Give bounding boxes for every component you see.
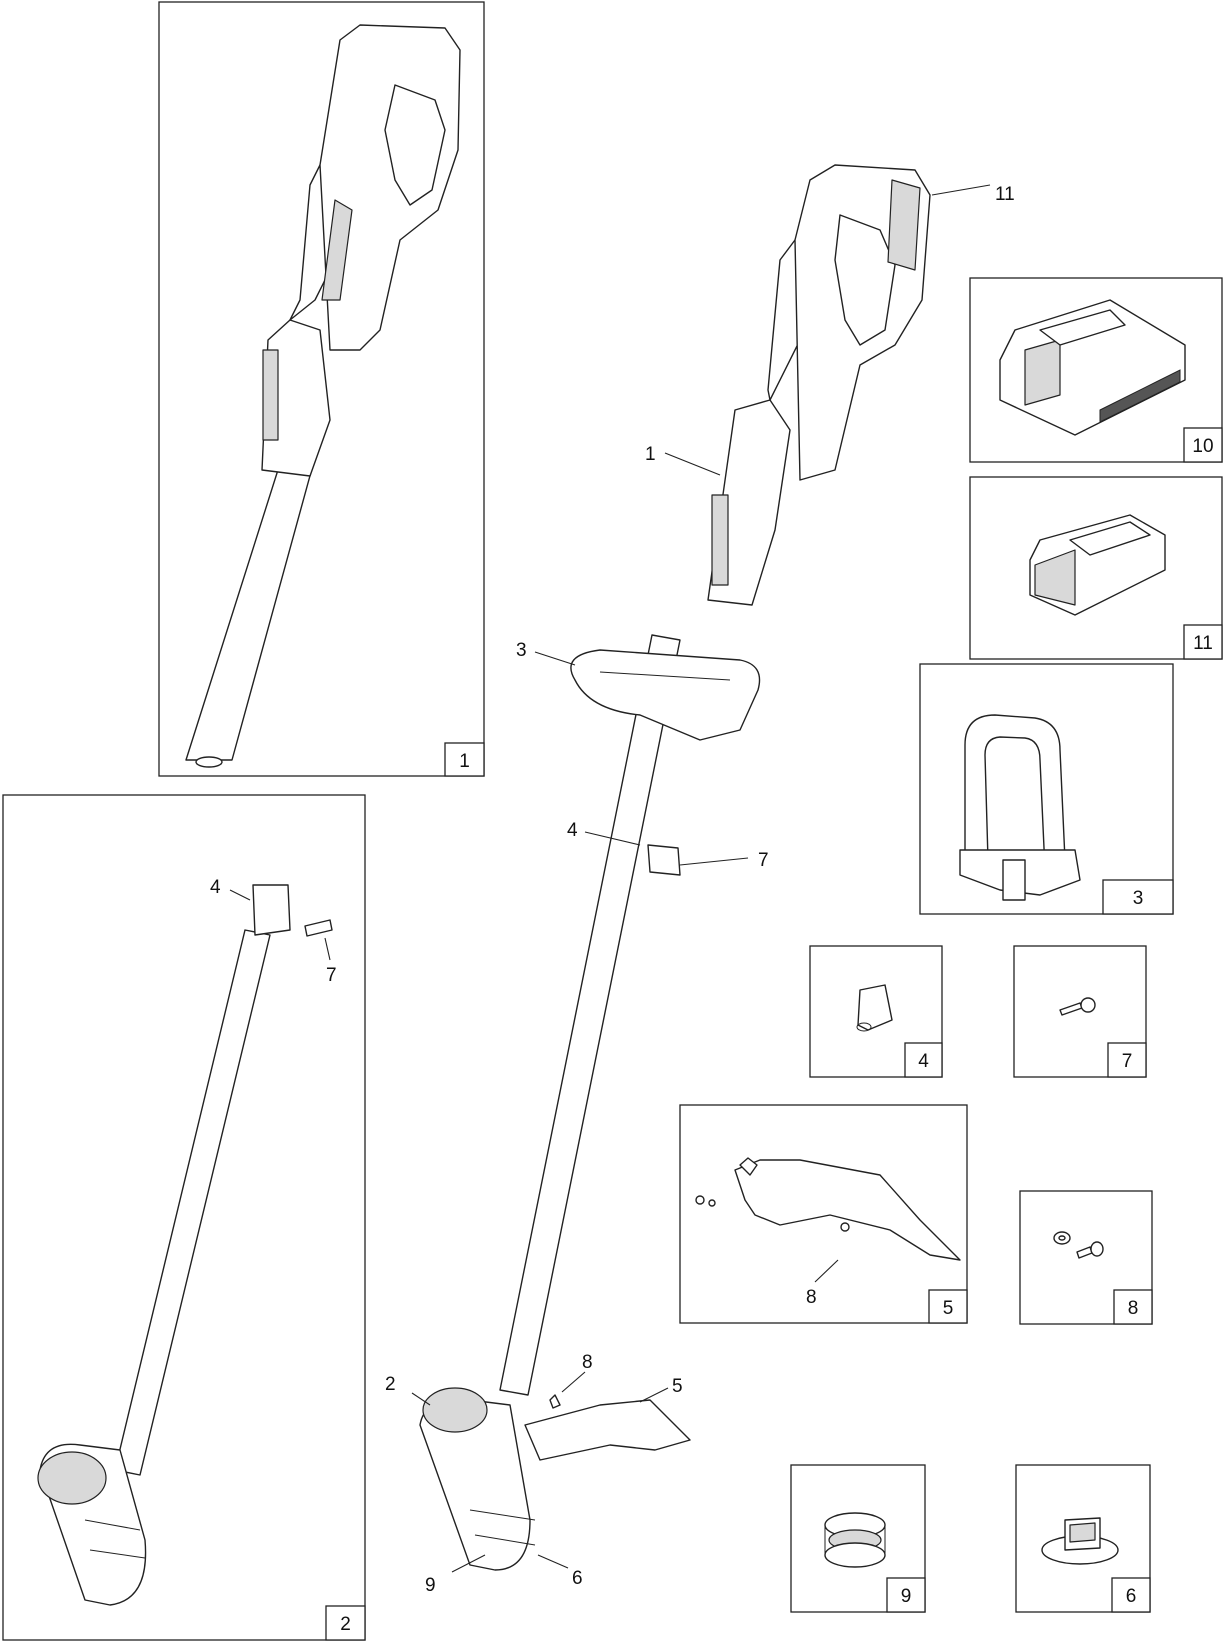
callout-label: 7 (758, 850, 769, 871)
panel-tag-label: 10 (1192, 436, 1213, 457)
callout-label: 8 (806, 1287, 817, 1308)
panel-3: 3 (919, 663, 1174, 915)
callout-label: 11 (995, 184, 1015, 205)
panel-tag-label: 3 (1133, 888, 1144, 909)
panel-tag (1183, 624, 1223, 660)
panel-9: 9 (790, 1464, 926, 1613)
panel-tag (928, 1289, 968, 1324)
panel-6: 6 (1015, 1464, 1151, 1613)
callout-label: 2 (385, 1374, 396, 1395)
panel-2: 4 7 2 (2, 794, 366, 1641)
bail-handle-drawing (959, 714, 1081, 901)
callout-label: 9 (425, 1575, 436, 1596)
callout-label: 1 (645, 444, 656, 465)
screw-drawing (1059, 997, 1096, 1016)
panel-8: 8 (1019, 1190, 1153, 1325)
panel-tag (1102, 879, 1174, 915)
callout-label: 3 (516, 640, 527, 661)
panel-tag (1113, 1289, 1153, 1325)
panel-tag (1107, 1042, 1147, 1078)
callout-label: 7 (326, 965, 337, 986)
panel-tag-label: 2 (340, 1614, 351, 1635)
spool-drawing (824, 1512, 886, 1568)
panel-10: 10 (969, 277, 1223, 463)
panel-tag-label: 5 (943, 1298, 954, 1319)
panel-tag-label: 1 (459, 751, 470, 772)
lower-shaft-drawing (37, 884, 333, 1606)
main-assembly-drawing (419, 164, 931, 1571)
callout-label: 4 (210, 877, 221, 898)
panel-4: 4 (809, 945, 943, 1078)
battery-drawing (1029, 514, 1166, 616)
panel-tag-label: 4 (918, 1051, 929, 1072)
screw-washer-drawing (1053, 1231, 1104, 1259)
panel-tag (444, 742, 485, 777)
panel-tag (1183, 427, 1223, 463)
panel-tag-label: 9 (901, 1586, 912, 1607)
callout-label: 5 (672, 1376, 683, 1397)
panel-tag (886, 1577, 926, 1613)
panel-tag (904, 1042, 943, 1078)
callout-label: 8 (582, 1352, 593, 1373)
panel-7: 7 (1013, 945, 1147, 1078)
panel-tag (1111, 1577, 1151, 1613)
clamp-drawing (856, 984, 893, 1032)
panel-tag-label: 8 (1128, 1298, 1139, 1319)
charger-drawing (999, 299, 1186, 436)
guard-drawing (695, 1157, 961, 1261)
panel-tag-label: 11 (1193, 633, 1213, 654)
panel-5: 8 5 (679, 1104, 968, 1324)
panel-11: 11 (969, 476, 1223, 660)
panel-tag-label: 7 (1122, 1051, 1133, 1072)
callout-label: 6 (572, 1568, 583, 1589)
spool-cap-drawing (1041, 1517, 1119, 1565)
panel-tag-label: 6 (1126, 1586, 1137, 1607)
panel-tag (325, 1605, 366, 1641)
panel-1: 1 (158, 1, 485, 777)
upper-shaft-drawing (185, 24, 461, 768)
callout-label: 4 (567, 820, 578, 841)
